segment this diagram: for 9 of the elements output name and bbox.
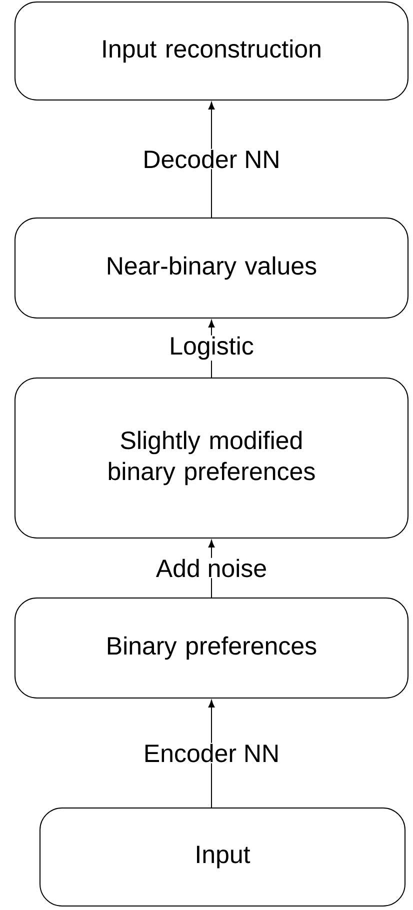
edge-label: Add noise: [156, 558, 266, 578]
edge-label: Logistic: [171, 336, 254, 360]
process-box: Binary preferences: [14, 598, 408, 698]
process-box: Slightly modified binary preferences: [14, 378, 408, 538]
process-box: Input: [40, 808, 406, 906]
process-box: Input reconstruction: [14, 2, 408, 100]
edge-label: Encoder NN: [145, 744, 278, 762]
edge-label: Decoder NN: [144, 150, 278, 168]
process-box: Near-binary values: [14, 218, 408, 318]
